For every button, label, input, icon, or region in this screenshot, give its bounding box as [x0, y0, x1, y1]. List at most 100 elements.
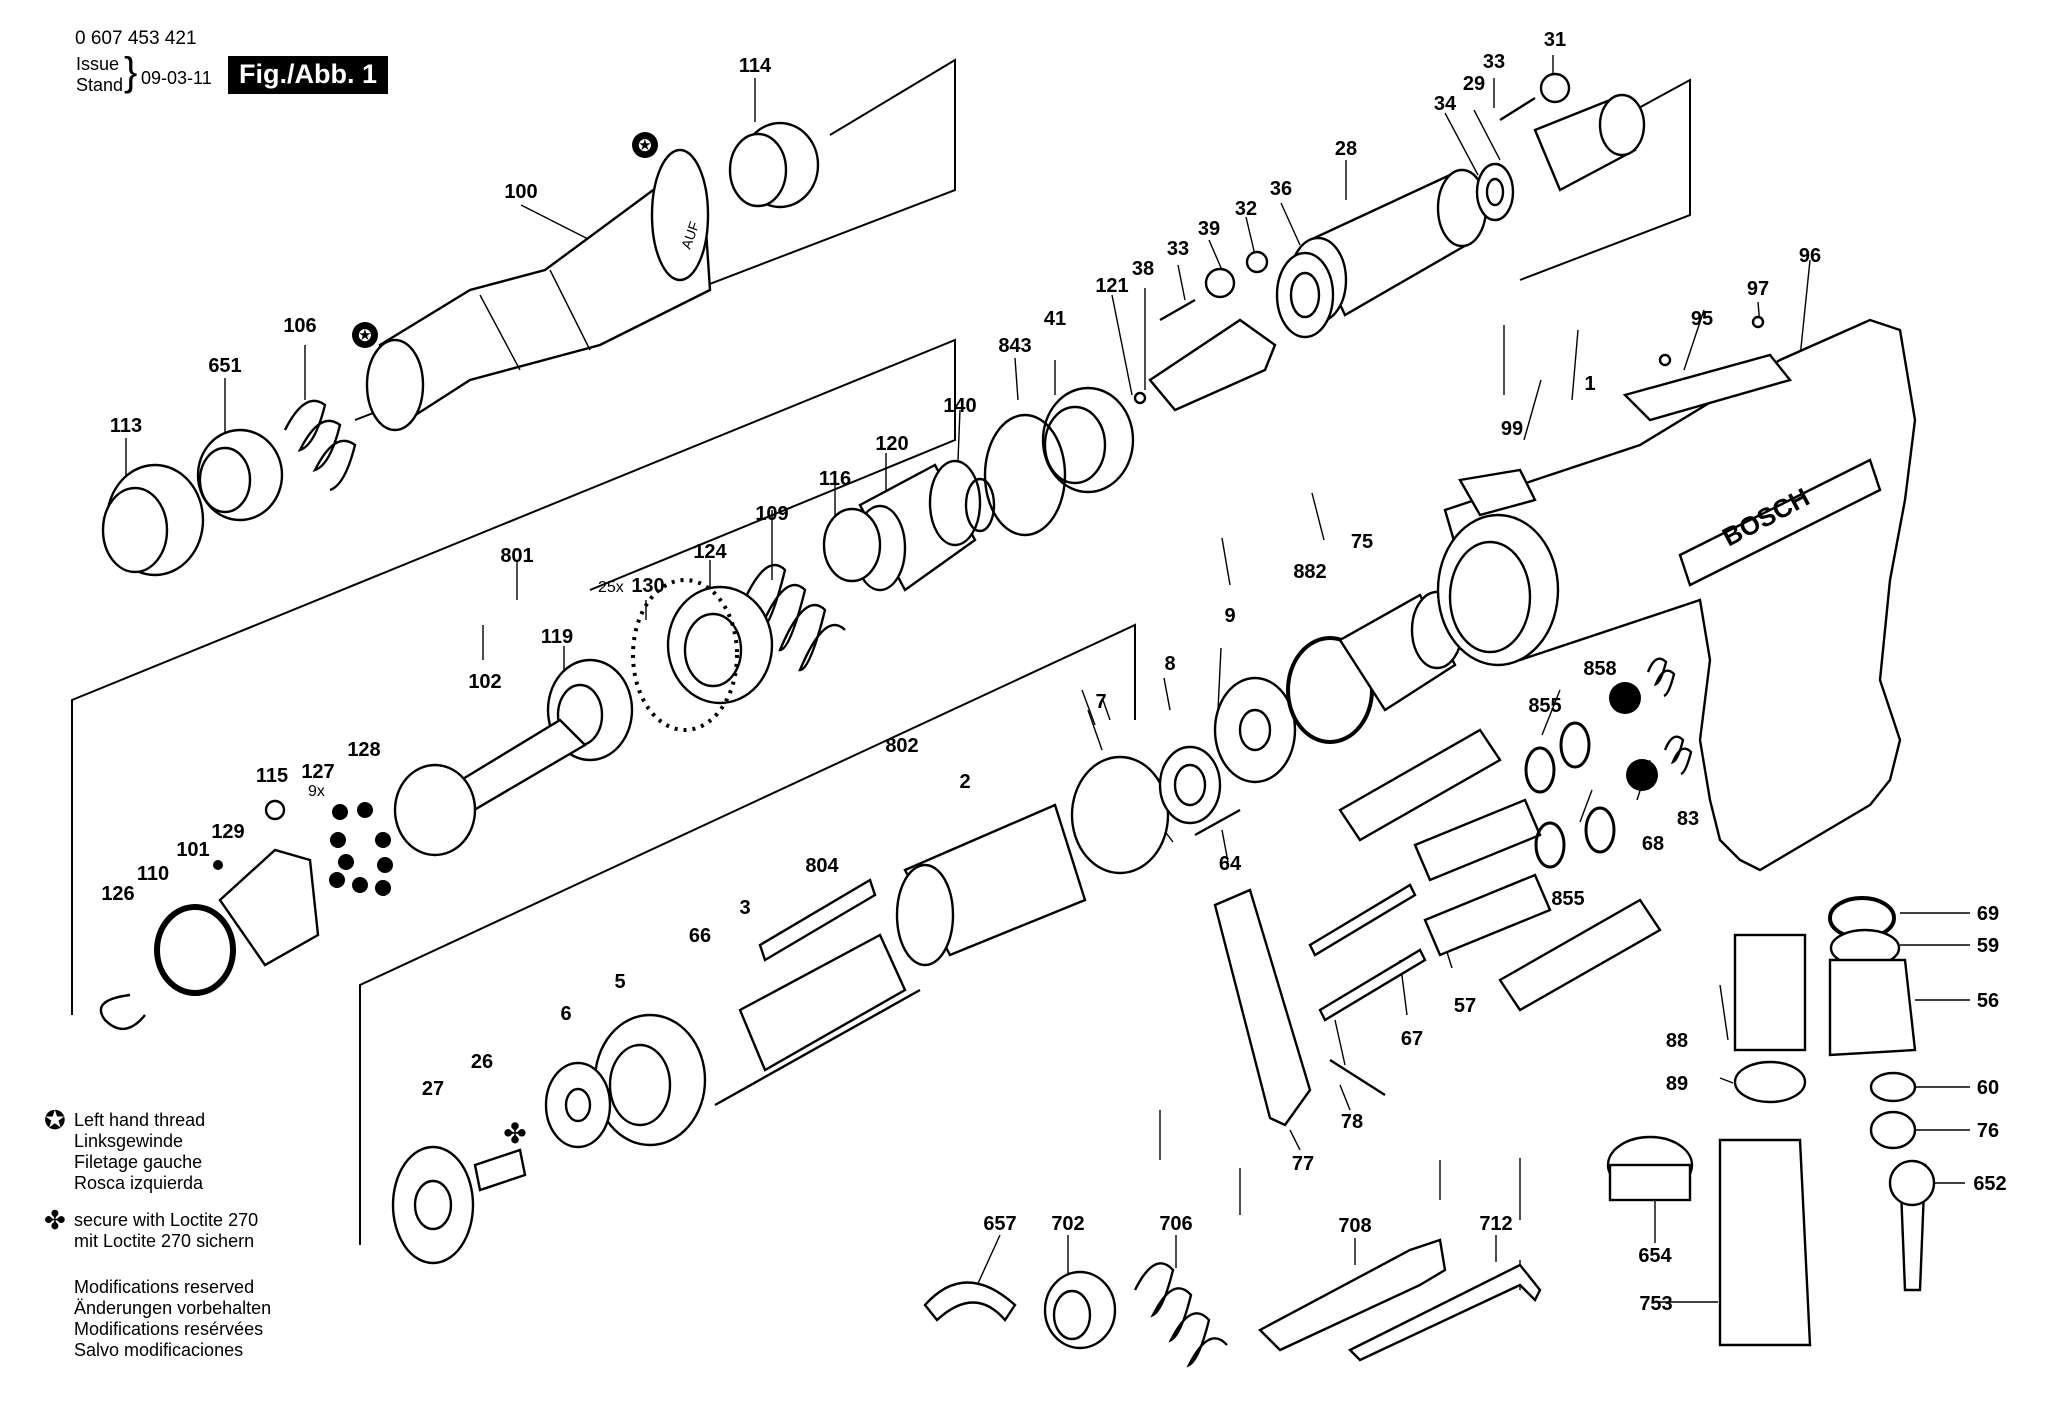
label-83: 83: [1677, 808, 1699, 830]
note-line: Filetage gauche: [74, 1152, 203, 1172]
issue-label: Issue Stand: [76, 54, 123, 96]
label-1: 1: [1584, 373, 1595, 395]
label-120: 120: [875, 433, 908, 455]
part-75-reverse-valve: [1338, 590, 1464, 712]
part-88-block: [1733, 933, 1807, 1052]
label-77: 77: [1292, 1153, 1314, 1175]
note-line: Änderungen vorbehalten: [74, 1298, 272, 1318]
note-line: Salvo modificaciones: [74, 1340, 244, 1360]
label-115: 115: [256, 765, 288, 787]
part-753-silencer: [1718, 1138, 1812, 1347]
part-68-balls: [1609, 682, 1658, 791]
part-33-pin: [1159, 298, 1196, 322]
label-6: 6: [560, 1003, 571, 1025]
label-59: 59: [1977, 935, 1999, 957]
label-130: 130: [631, 575, 664, 597]
loctite-marker: ✤: [503, 1117, 526, 1150]
part-121-ball: [1133, 391, 1147, 405]
label-27: 27: [422, 1078, 444, 1100]
part-57-valve-b: [1423, 873, 1552, 957]
label-60: 60: [1977, 1077, 1999, 1099]
part-29-gear-carrier: [1533, 93, 1646, 192]
part-95-nameplate: [1622, 353, 1793, 422]
part-97-screws: [1658, 315, 1765, 367]
part-6-bearing: [544, 1061, 612, 1149]
label-38: 38: [1132, 258, 1154, 280]
part-651-ring: [196, 428, 284, 522]
issue-label-en: Issue: [76, 54, 120, 74]
label-2: 2: [959, 771, 970, 793]
label-100: 100: [504, 181, 537, 203]
part-56-inlet: [1828, 958, 1917, 1057]
legend-left-hand-thread: ✪ Left hand thread Linksgewinde Filetage…: [44, 1107, 205, 1194]
label-67: 67: [1401, 1028, 1423, 1050]
part-113-knurled-nut: [101, 463, 205, 577]
label-110: 110: [137, 863, 169, 885]
part-2-cylinder: [895, 803, 1087, 967]
part-valve-section-upper: [1338, 728, 1502, 842]
part-1-housing: [1436, 318, 1917, 872]
label-113: 113: [110, 415, 142, 437]
svg-text:✪: ✪: [358, 326, 371, 345]
label-69: 69: [1977, 903, 1999, 925]
label-119: 119: [541, 626, 573, 648]
label-68: 68: [1642, 833, 1664, 855]
label-8: 8: [1164, 653, 1175, 675]
issue-date: 09-03-11: [141, 68, 212, 88]
figure-label: Fig./Abb. 1: [228, 56, 388, 94]
part-34-washer: [1475, 162, 1515, 222]
label-76: 76: [1977, 1120, 1999, 1142]
label-843: 843: [998, 335, 1031, 357]
part-712-hex-key: [1347, 1263, 1542, 1362]
svg-text:✪: ✪: [638, 136, 651, 155]
label-127: 127: [301, 761, 334, 783]
part-27-washer: [391, 1145, 475, 1265]
part-109-spring: [738, 563, 846, 672]
issue-brace: }: [124, 50, 138, 94]
part-31-gear: [1539, 72, 1571, 104]
label-126: 126: [101, 883, 134, 905]
part-32-gear: [1245, 250, 1269, 274]
label-88: 88: [1666, 1030, 1688, 1052]
part-66-pin: [714, 988, 921, 1107]
loctite-icon: ✤: [44, 1205, 66, 1235]
label-129: 129: [211, 821, 244, 843]
label-56: 56: [1977, 990, 1999, 1012]
part-78-pin: [1329, 1058, 1386, 1097]
qty-25x: 25x: [598, 579, 624, 596]
label-753: 753: [1639, 1293, 1672, 1315]
part-130-balls: [631, 578, 739, 732]
leader-lines: [125, 55, 1970, 1303]
part-39-gear: [1204, 267, 1236, 299]
part-110-o-ring: [154, 904, 236, 996]
label-97: 97: [1747, 278, 1769, 300]
part-64-pin: [1194, 808, 1241, 837]
part-60-screen: [1869, 1071, 1917, 1103]
label-96: 96: [1799, 245, 1821, 267]
part-115-pin: [264, 799, 286, 821]
part-38-spindle: [1148, 318, 1277, 412]
label-140: 140: [943, 395, 976, 417]
label-121: 121: [1095, 275, 1128, 297]
issue-label-de: Stand: [76, 75, 124, 95]
note-line: Linksgewinde: [74, 1131, 184, 1151]
note-line: Rosca izquierda: [74, 1173, 204, 1193]
part-140-ring: [964, 477, 996, 533]
qty-9x: 9x: [308, 783, 325, 800]
label-99: 99: [1501, 418, 1523, 440]
part-654-cap: [1606, 1135, 1694, 1202]
label-31: 31: [1544, 29, 1566, 51]
label-7: 7: [1095, 691, 1106, 713]
label-106: 106: [283, 315, 316, 337]
label-34: 34: [1434, 93, 1457, 115]
label-3: 3: [739, 897, 750, 919]
part-36-bearing: [1275, 251, 1335, 339]
part-116-disc: [822, 507, 882, 583]
label-57: 57: [1454, 995, 1476, 1017]
part-126-clip: [99, 993, 146, 1030]
part-706-spring: [1133, 1262, 1228, 1368]
part-57-valve-a: [1413, 798, 1542, 882]
part-67-pin-a: [1308, 883, 1417, 957]
part-657-clip: [923, 1281, 1017, 1322]
